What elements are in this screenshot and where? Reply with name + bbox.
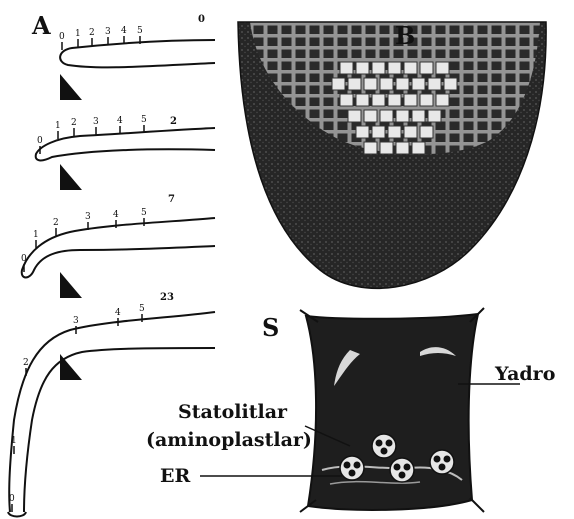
root-mark-label: 4 <box>117 116 123 126</box>
time-label: 7 <box>168 194 175 205</box>
columella-cell <box>372 62 385 74</box>
panel-a-label: A <box>31 11 51 40</box>
root-mark-label: 1 <box>33 230 39 240</box>
nucleus-label: Yadro <box>494 363 555 385</box>
root-mark-label: 2 <box>89 28 95 38</box>
columella-cell <box>332 78 345 90</box>
amyloplast <box>430 450 454 474</box>
columella-cell <box>388 94 401 106</box>
columella-cell <box>412 142 425 154</box>
root-mark-label: 4 <box>113 210 119 220</box>
statoliths-label: Statolitlar <box>178 401 288 423</box>
root-mark-label: 3 <box>73 316 79 326</box>
gravity-arrowhead <box>60 272 82 298</box>
columella-cell <box>404 94 417 106</box>
root-mark-label: 0 <box>21 254 27 264</box>
columella-cell <box>404 62 417 74</box>
columella-cell <box>396 78 409 90</box>
time-label: 2 <box>170 116 177 127</box>
columella-cell <box>436 62 449 74</box>
root-mark-label: 2 <box>71 118 77 128</box>
columella-cell <box>348 78 361 90</box>
root-cap-micrograph: B <box>238 21 546 288</box>
columella-cell <box>436 94 449 106</box>
root-mark-label: 3 <box>93 117 99 127</box>
columella-cell <box>420 94 433 106</box>
columella-cell <box>356 94 369 106</box>
root-mark-label: 5 <box>139 304 145 314</box>
columella-cell <box>380 78 393 90</box>
columella-cell <box>420 126 433 138</box>
root-mark-label: 4 <box>121 26 127 36</box>
root-mark-label: 5 <box>141 115 147 125</box>
columella-cell <box>380 110 393 122</box>
root-diagram-2: 2 <box>36 116 215 190</box>
columella-cell <box>348 110 361 122</box>
columella-cell <box>340 94 353 106</box>
time-label: 0 <box>198 14 205 25</box>
columella-cell <box>356 62 369 74</box>
root-mark-label: 3 <box>105 27 111 37</box>
time-label: 23 <box>160 292 174 303</box>
root-mark-label: 1 <box>11 436 17 446</box>
panel-c-label: S <box>262 313 279 342</box>
root-mark-label: 5 <box>137 26 143 36</box>
root-mark-label: 1 <box>75 29 81 39</box>
columella-cell <box>428 78 441 90</box>
columella-cell <box>372 94 385 106</box>
root-mark-label: 0 <box>9 494 15 504</box>
amyloplast <box>390 458 414 482</box>
statoliths-sublabel: (aminoplastlar) <box>146 429 312 451</box>
columella-cell <box>388 126 401 138</box>
gravity-arrowhead <box>60 354 82 380</box>
columella-cell <box>372 126 385 138</box>
columella-cell <box>420 62 433 74</box>
columella-cell <box>444 78 457 90</box>
root-mark-label: 5 <box>141 208 147 218</box>
columella-cell <box>412 78 425 90</box>
root-mark-label: 0 <box>59 32 65 42</box>
columella-cell <box>380 142 393 154</box>
statocyte-cell <box>300 308 484 512</box>
columella-cell <box>412 110 425 122</box>
columella-cell <box>396 142 409 154</box>
root-mark-label: 3 <box>85 212 91 222</box>
columella-cell <box>428 110 441 122</box>
columella-cell <box>364 142 377 154</box>
root-mark-label: 1 <box>55 121 61 131</box>
gravity-arrowhead <box>60 164 82 190</box>
root-mark-label: 0 <box>37 136 43 146</box>
amyloplast <box>340 456 364 480</box>
columella-cell <box>356 126 369 138</box>
columella-cell <box>404 126 417 138</box>
columella-cell <box>364 110 377 122</box>
columella-cell <box>340 62 353 74</box>
columella-cell <box>364 78 377 90</box>
root-mark-label: 4 <box>115 308 121 318</box>
er-label: ER <box>160 465 190 487</box>
amyloplast <box>372 434 396 458</box>
panel-b-label: B <box>395 21 415 50</box>
root-mark-label: 2 <box>23 358 29 368</box>
columella-cell <box>388 62 401 74</box>
gravity-arrowhead <box>60 74 82 100</box>
columella-cell <box>396 110 409 122</box>
root-mark-label: 2 <box>53 218 59 228</box>
